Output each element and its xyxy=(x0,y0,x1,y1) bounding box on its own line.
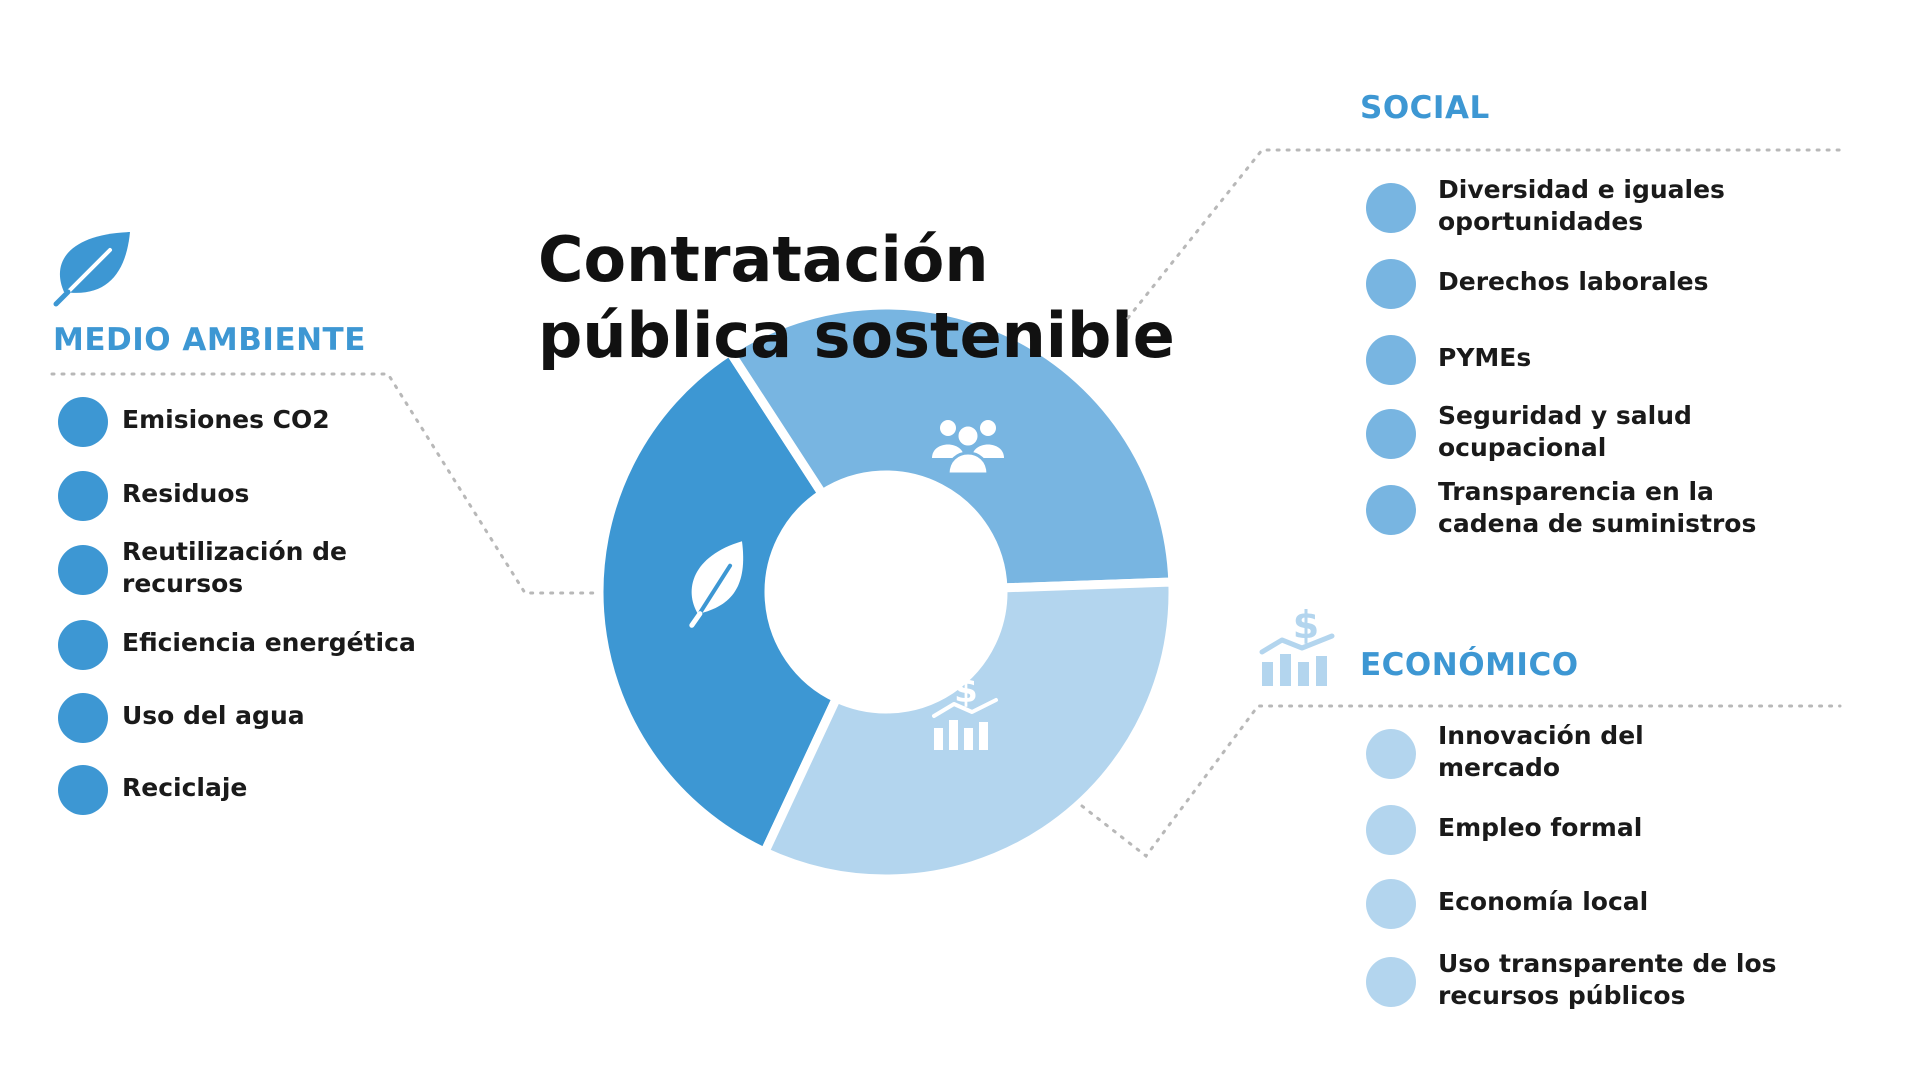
chart-dollar-icon: $ xyxy=(932,671,998,750)
social-item-label: Diversidad e iguales oportunidades xyxy=(1438,174,1725,238)
economic-item-label-line: recursos públicos xyxy=(1438,981,1686,1010)
environment-item-bullet xyxy=(58,765,108,815)
economic-item-label-line: Empleo formal xyxy=(1438,813,1643,842)
environment-item-bullet xyxy=(58,693,108,743)
social-item-label-line: PYMEs xyxy=(1438,343,1532,372)
environment-item-bullet xyxy=(58,471,108,521)
social-connector xyxy=(1126,148,1842,320)
economic-item-label-line: Uso transparente de los xyxy=(1438,949,1777,978)
title-line-2: pública sostenible xyxy=(538,299,1175,372)
economic-item-bullet xyxy=(1366,805,1416,855)
social-item-bullet xyxy=(1366,259,1416,309)
economic-item-label-line: Economía local xyxy=(1438,887,1649,916)
economic-item-label: Empleo formal xyxy=(1438,812,1642,844)
environment-connector xyxy=(50,372,602,595)
leaf-icon xyxy=(689,541,744,628)
environment-item-bullet xyxy=(58,545,108,595)
svg-text:$: $ xyxy=(1293,603,1319,647)
svg-text:$: $ xyxy=(954,671,978,711)
economic-item-label: Innovación del mercado xyxy=(1438,720,1644,784)
environment-item-label-line: Reciclaje xyxy=(122,773,248,802)
social-heading: SOCIAL xyxy=(1360,90,1490,126)
title-line-1: Contratación xyxy=(538,223,989,296)
social-item-label-line: Seguridad y salud xyxy=(1438,401,1692,430)
social-item-bullet xyxy=(1366,335,1416,385)
social-item-label-line: cadena de suministros xyxy=(1438,509,1757,538)
environment-item-label: Emisiones CO2 xyxy=(122,404,330,436)
social-item-label-line: oportunidades xyxy=(1438,207,1644,236)
chart-dollar-icon: $ xyxy=(1259,603,1335,686)
social-item-bullet xyxy=(1366,485,1416,535)
social-item-label-line: Diversidad e iguales xyxy=(1438,175,1725,204)
leaf-icon xyxy=(53,232,130,307)
social-item-label-line: ocupacional xyxy=(1438,433,1607,462)
economic-item-bullet xyxy=(1366,729,1416,779)
social-item-bullet xyxy=(1366,409,1416,459)
environment-item-label: Reciclaje xyxy=(122,772,247,804)
environment-item-label-line: recursos xyxy=(122,569,244,598)
economic-item-label: Uso transparente de los recursos públicos xyxy=(1438,948,1777,1012)
environment-item-label-line: Eficiencia energética xyxy=(122,628,416,657)
social-item-label-line: Transparencia en la xyxy=(1438,477,1714,506)
economic-item-label-line: Innovación del xyxy=(1438,721,1644,750)
diagram-title: Contratación pública sostenible xyxy=(538,222,1178,374)
environment-item-label-line: Residuos xyxy=(122,479,250,508)
people-icon xyxy=(932,420,1004,476)
environment-item-label: Eficiencia energética xyxy=(122,627,416,659)
social-item-label: PYMEs xyxy=(1438,342,1531,374)
social-item-label: Derechos laborales xyxy=(1438,266,1708,298)
economic-item-label-line: mercado xyxy=(1438,753,1561,782)
economic-heading: ECONÓMICO xyxy=(1360,647,1579,683)
economic-item-bullet xyxy=(1366,957,1416,1007)
economic-item-label: Economía local xyxy=(1438,886,1648,918)
environment-item-bullet xyxy=(58,397,108,447)
environment-heading: MEDIO AMBIENTE xyxy=(53,322,366,358)
environment-item-label: Reutilización de recursos xyxy=(122,536,347,600)
economic-connector xyxy=(1080,704,1842,859)
environment-item-label-line: Emisiones CO2 xyxy=(122,405,330,434)
environment-item-label-line: Uso del agua xyxy=(122,701,305,730)
environment-item-label: Residuos xyxy=(122,478,249,510)
social-item-label-line: Derechos laborales xyxy=(1438,267,1709,296)
social-item-label: Transparencia en la cadena de suministros xyxy=(1438,476,1756,540)
economic-item-bullet xyxy=(1366,879,1416,929)
social-item-label: Seguridad y salud ocupacional xyxy=(1438,400,1692,464)
environment-item-bullet xyxy=(58,620,108,670)
social-item-bullet xyxy=(1366,183,1416,233)
environment-item-label-line: Reutilización de xyxy=(122,537,347,566)
environment-item-label: Uso del agua xyxy=(122,700,305,732)
